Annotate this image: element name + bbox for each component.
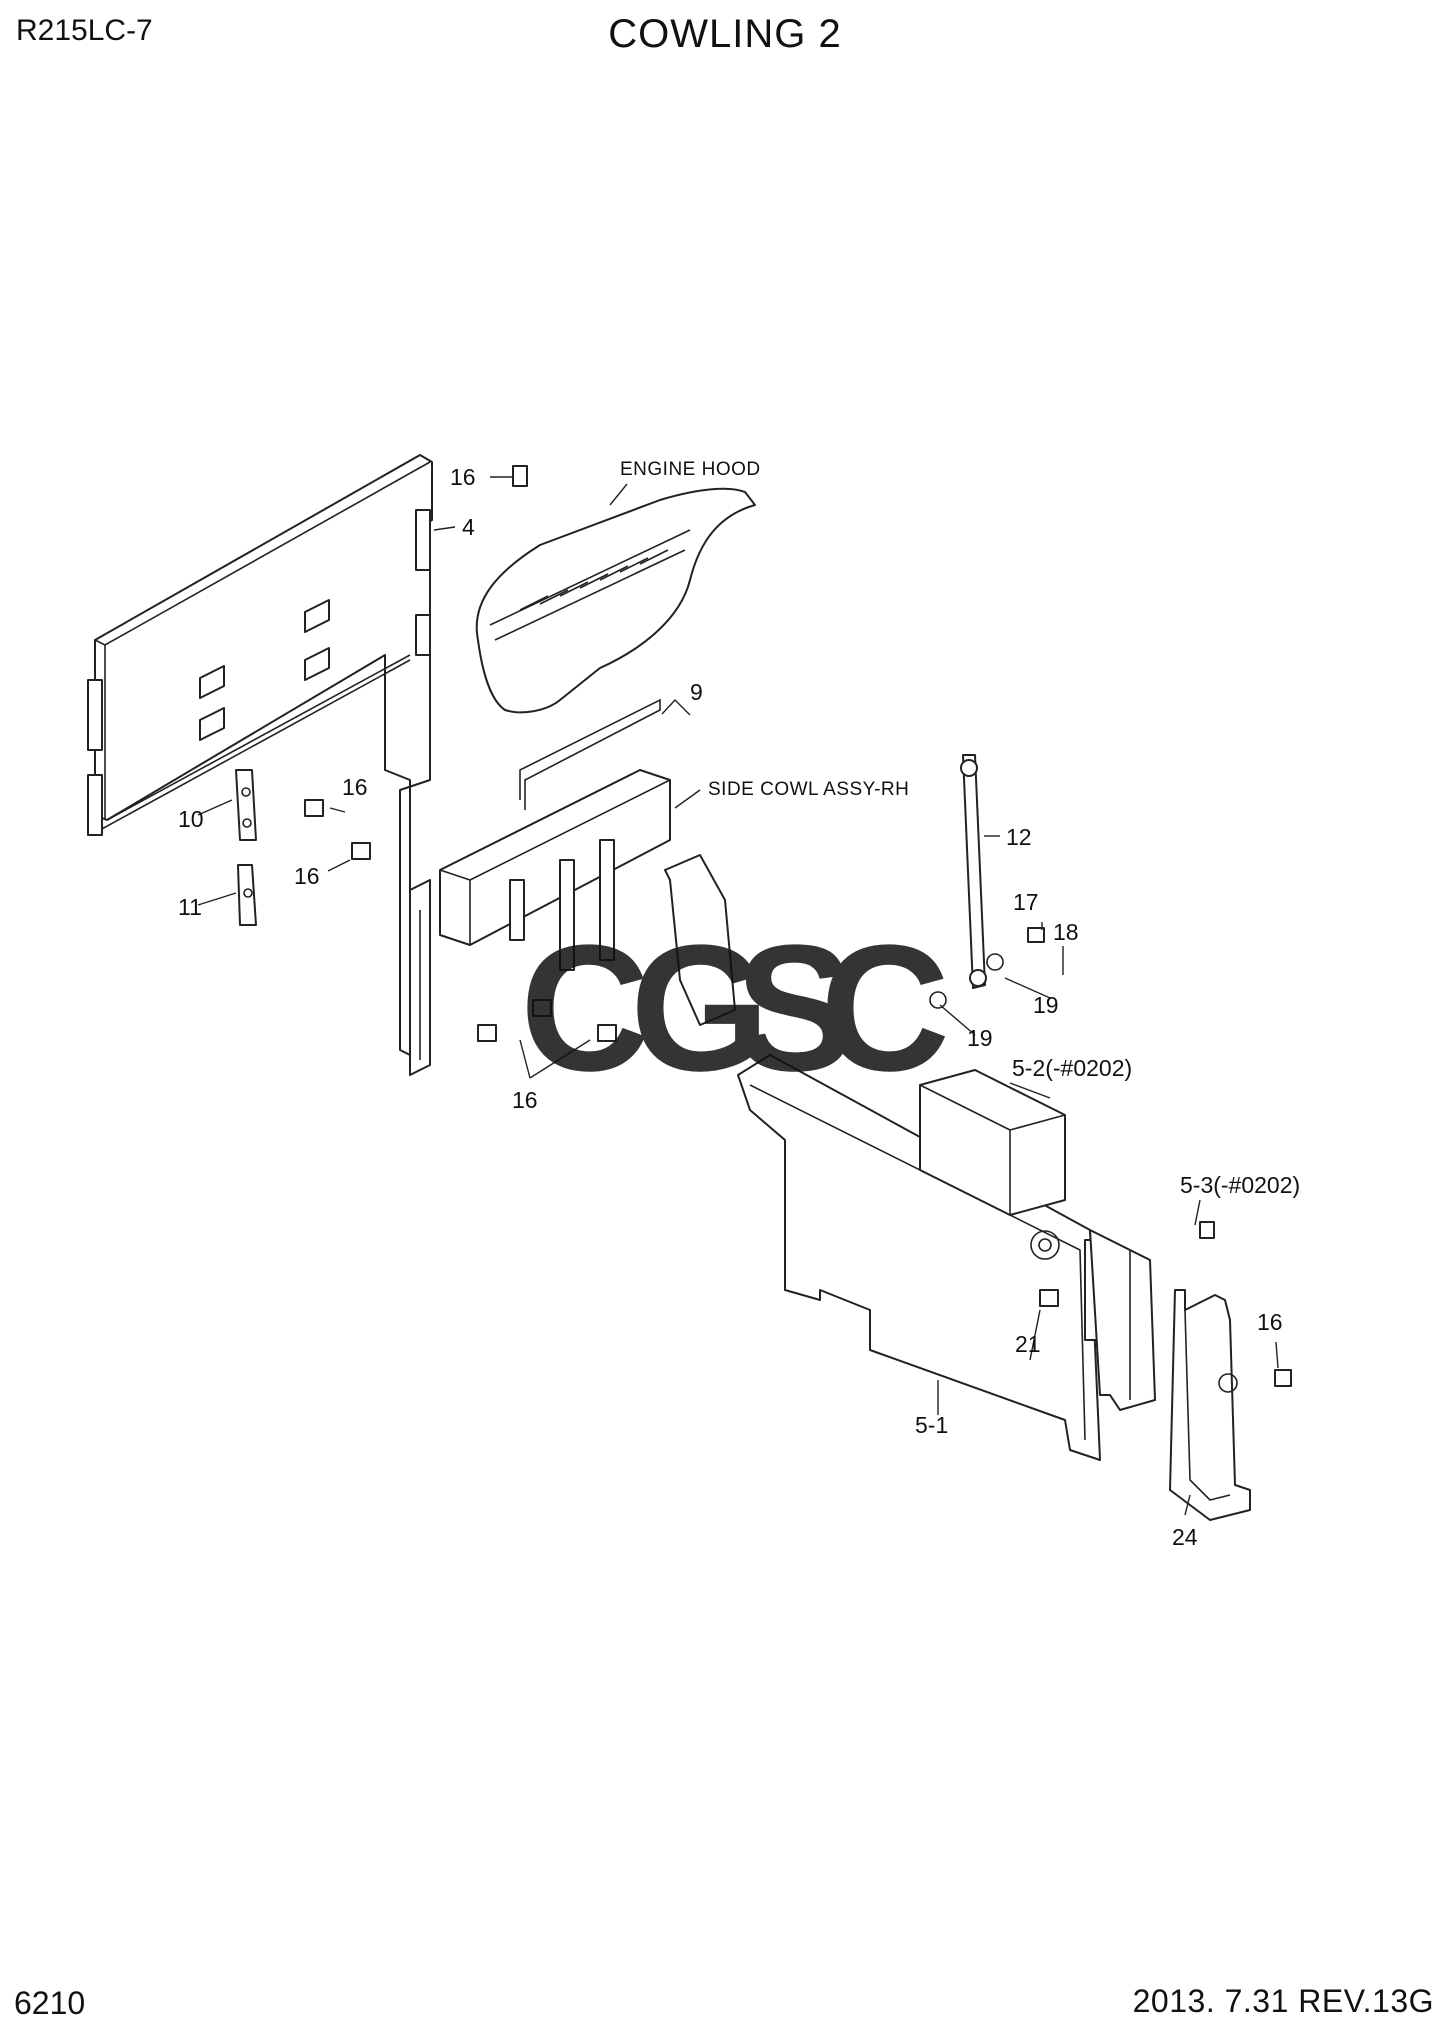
watermark-letter: C	[520, 908, 650, 1109]
callout-16-right: 16	[1257, 1309, 1283, 1335]
callout-19-b: 19	[967, 1025, 993, 1051]
part-24-cover	[1169, 1289, 1251, 1521]
part-9-rod	[519, 698, 661, 810]
watermark-letter: C	[820, 908, 950, 1109]
part-12-stay	[960, 754, 987, 989]
callout-18: 18	[1053, 919, 1079, 945]
part-4-panel	[87, 454, 433, 1056]
callout-19-a: 19	[1033, 992, 1059, 1018]
callout-21: 21	[1015, 1331, 1041, 1357]
callout-16-bottom: 16	[512, 1087, 538, 1113]
callout-9: 9	[690, 679, 703, 705]
page-title: COWLING 2	[608, 12, 842, 56]
part-10-bracket	[235, 769, 257, 841]
cgsc-watermark: C G S C	[520, 908, 950, 1109]
callout-17: 17	[1013, 889, 1039, 915]
callout-5-3: 5-3(-#0202)	[1180, 1172, 1300, 1198]
callout-11: 11	[178, 894, 202, 920]
callout-24: 24	[1172, 1524, 1198, 1550]
callout-4: 4	[462, 514, 475, 540]
side-cowl-frame	[409, 769, 736, 1076]
bolt-icons	[304, 465, 1292, 1387]
callout-10: 10	[178, 806, 204, 832]
caption-engine-hood: ENGINE HOOD	[620, 459, 761, 480]
part-11-bracket	[237, 864, 257, 926]
callout-16-top: 16	[450, 464, 476, 490]
engine-hood	[475, 487, 756, 714]
callout-5-1: 5-1	[915, 1412, 948, 1438]
callout-5-2: 5-2(-#0202)	[1012, 1055, 1132, 1081]
callout-12: 12	[1006, 824, 1032, 850]
page-number: 6210	[14, 1985, 86, 2021]
watermark-letter: G	[630, 908, 770, 1109]
part-5-2-filter	[919, 1069, 1066, 1216]
revision-date: 2013. 7.31 REV.13G	[1132, 1983, 1434, 2019]
part-5-3-plate	[1089, 1229, 1156, 1411]
watermark-letter: S	[735, 908, 855, 1109]
callout-16-left-a: 16	[342, 774, 368, 800]
caption-side-cowl: SIDE COWL ASSY-RH	[708, 779, 909, 800]
model-number: R215LC-7	[16, 14, 153, 47]
callout-16-left-b: 16	[294, 863, 320, 889]
leader-lines	[197, 476, 1279, 1516]
